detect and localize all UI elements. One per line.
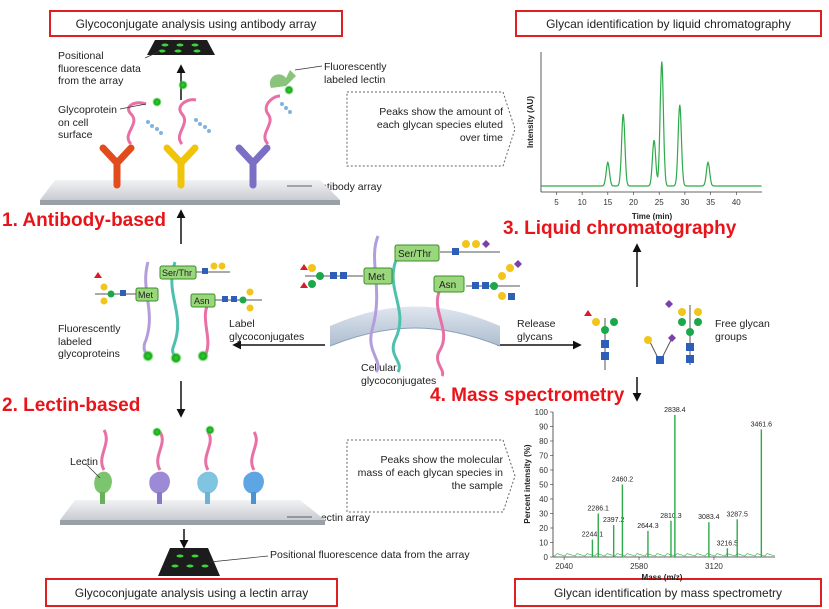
ms-peak-label: 3287.5 xyxy=(726,511,748,518)
lc-x-tick-label: 5 xyxy=(554,198,559,207)
release-glycans-label: Release glycans xyxy=(517,318,556,343)
ms-y-tick-label: 80 xyxy=(539,437,548,446)
ser-thr-label-center: Ser/Thr xyxy=(398,249,432,260)
glycoprotein-label: Glycoprotein on cell surface xyxy=(58,104,117,141)
ms-x-tick-label: 2040 xyxy=(555,562,573,571)
lc-x-tick-label: 20 xyxy=(629,198,638,207)
asn-label-center: Asn xyxy=(439,280,456,291)
ms-peak-label: 2397.2 xyxy=(603,517,625,524)
ser-thr-label-left: Ser/Thr xyxy=(162,268,192,278)
positional-data-bottom-label: Positional fluorescence data from the ar… xyxy=(270,549,470,561)
ms-y-tick-label: 40 xyxy=(539,495,548,504)
ms-y-tick-label: 60 xyxy=(539,466,548,475)
labeled-glycoproteins: Met Ser/Thr Asn xyxy=(94,261,262,364)
ms-peak-label: 3083.4 xyxy=(698,514,720,521)
lc-trace xyxy=(541,61,762,187)
free-glycan-groups xyxy=(584,300,702,370)
fluorescent-glycoproteins-label: Fluorescently labeled glycoproteins xyxy=(58,323,121,360)
lc-x-tick-label: 15 xyxy=(603,198,612,207)
ms-peak-label: 2838.4 xyxy=(664,407,686,414)
lectin-label: Lectin xyxy=(70,456,99,468)
lc-y-axis-label: Intensity (AU) xyxy=(526,96,535,148)
lc-x-axis-label: Time (min) xyxy=(632,212,673,221)
ms-baseline xyxy=(552,553,776,557)
ms-y-tick-label: 20 xyxy=(539,524,548,533)
ms-y-tick-label: 90 xyxy=(539,423,548,432)
lc-x-tick-label: 30 xyxy=(680,198,689,207)
lectin-array-panel xyxy=(60,425,325,576)
ms-peak-label: 3461.6 xyxy=(751,421,773,428)
free-glycan-label: Free glycan groups xyxy=(715,318,770,343)
ms-y-tick-label: 100 xyxy=(535,408,549,417)
ms-x-axis-label: Mass (m/z) xyxy=(642,573,683,582)
ms-x-tick-label: 2580 xyxy=(630,562,648,571)
cell-membrane: Met Ser/Thr Asn xyxy=(300,235,522,377)
ms-y-tick-label: 30 xyxy=(539,510,548,519)
ms-y-tick-label: 70 xyxy=(539,452,548,461)
asn-label-left: Asn xyxy=(194,296,210,306)
lc-x-tick-label: 25 xyxy=(655,198,664,207)
ms-x-tick-label: 3120 xyxy=(705,562,723,571)
lc-chart: 5 10 15 20 25 30 35 40 Time (min) Intensity (AU… xyxy=(526,52,762,221)
ms-title: Glycan identification by mass spectromet… xyxy=(514,578,822,607)
ms-peak-label: 2286.1 xyxy=(588,506,610,513)
ms-callout-box xyxy=(346,439,516,513)
lc-callout-text: Peaks show the amount of each glycan spe… xyxy=(376,106,503,144)
lc-title: Glycan identification by liquid chromato… xyxy=(515,10,822,37)
ms-y-axis-label: Percent intensity (%) xyxy=(523,444,532,523)
method-mass-spectrometry: 4. Mass spectrometry xyxy=(430,385,625,406)
ms-peak-label: 2460.2 xyxy=(612,477,634,484)
fluorescent-lectin-label: Fluorescently labeled lectin xyxy=(324,61,387,86)
ms-y-tick-label: 50 xyxy=(539,481,548,490)
ms-chart: 0 10 20 30 40 50 60 70 80 90 100 2040 2580 3120 2244.… xyxy=(523,407,776,582)
lc-x-tick-label: 10 xyxy=(578,198,587,207)
ms-y-tick-label: 10 xyxy=(539,539,548,548)
label-glycoconjugates-label: Label glycoconjugates xyxy=(229,318,305,343)
ms-peak-label: 2644.3 xyxy=(637,523,659,530)
antibody-array-label: Antibody array xyxy=(314,181,382,193)
lc-x-tick-label: 35 xyxy=(706,198,715,207)
ms-y-tick-label: 0 xyxy=(544,553,549,562)
met-label-center: Met xyxy=(368,272,385,283)
lectin-array-title: Glycoconjugate analysis using a lectin a… xyxy=(45,578,338,607)
positional-data-top-label: Positional fluorescence data from the ar… xyxy=(58,50,141,87)
ms-peak-label: 3216.5 xyxy=(717,540,739,547)
lc-callout-box xyxy=(346,91,516,167)
lc-x-tick-label: 40 xyxy=(732,198,741,207)
ms-peak-label: 2244.1 xyxy=(582,532,604,539)
ms-callout-text: Peaks show the molecular mass of each gl… xyxy=(357,454,503,492)
method-liquid-chromatography: 3. Liquid chromatography xyxy=(503,218,737,239)
method-antibody-based: 1. Antibody-based xyxy=(2,210,166,231)
antibody-array-title: Glycoconjugate analysis using antibody a… xyxy=(49,10,343,37)
antibody-array-panel xyxy=(40,40,340,205)
ms-peak-label: 2810.3 xyxy=(660,513,682,520)
met-label-left: Met xyxy=(138,290,154,300)
method-lectin-based: 2. Lectin-based xyxy=(2,395,141,416)
lectin-array-label: Lectin array xyxy=(315,512,370,524)
